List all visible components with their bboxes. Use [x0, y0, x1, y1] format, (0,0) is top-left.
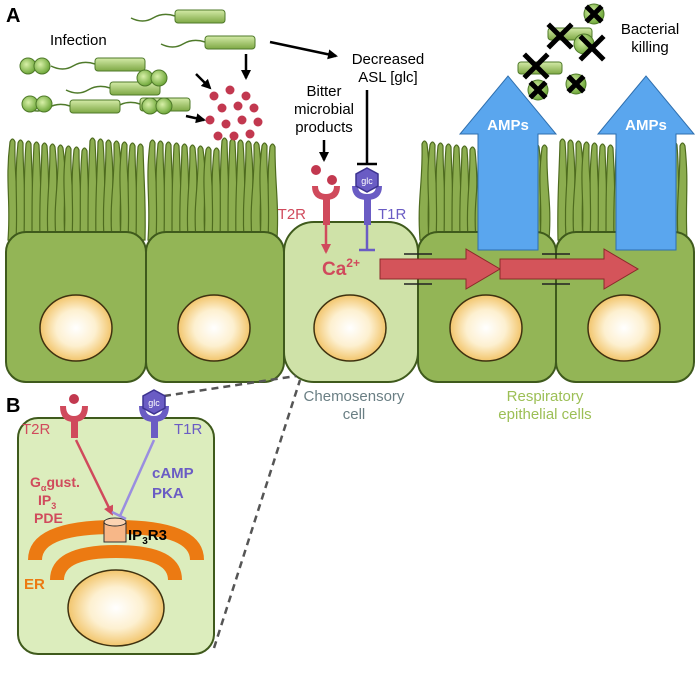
signal-arrow	[379, 248, 501, 290]
cilium	[267, 143, 279, 241]
microbial-products	[205, 85, 263, 141]
inset-t1r-label: T1R	[174, 421, 203, 438]
microbial-product	[217, 103, 227, 113]
t2r-receptor	[312, 186, 340, 225]
nuclei	[39, 294, 661, 362]
coccus-pair	[21, 95, 53, 113]
killed-bacteria	[517, 3, 606, 101]
bitter-ligand	[327, 175, 337, 185]
er-inner	[50, 545, 182, 580]
microbial-product	[213, 131, 223, 141]
nucleus	[449, 294, 523, 362]
respiratory-label-1: Respiratory	[507, 388, 584, 405]
microbial-product	[205, 115, 215, 125]
microbial-product	[225, 85, 235, 95]
inset-t2r-label: T2R	[22, 421, 51, 438]
t1r-receptor	[352, 167, 382, 225]
cilium	[572, 140, 584, 241]
pka-label: PKA	[152, 485, 184, 502]
bitter-label-1: Bitter	[306, 83, 341, 100]
killing-label-2: killing	[631, 39, 669, 56]
cilium	[250, 141, 262, 241]
rod-bacterium	[50, 57, 146, 72]
glc-label: glc	[361, 176, 373, 186]
cilium	[54, 144, 66, 241]
inset-glc-label: glc	[148, 398, 160, 408]
rod-bacteria	[25, 9, 256, 114]
er-label: ER	[24, 576, 45, 593]
respiratory-label-2: epithelial cells	[498, 406, 591, 423]
infection-label: Infection	[50, 32, 107, 49]
cilium	[676, 142, 688, 241]
chemosensory-label-1: Chemosensory	[304, 388, 405, 405]
microbial-product	[237, 115, 247, 125]
panel-a-label: A	[6, 5, 20, 27]
decreased-glc-label-2: ASL [glc]	[358, 69, 417, 86]
ip3-label: IP3	[38, 492, 56, 511]
microbial-product	[233, 101, 243, 111]
microbial-product	[241, 91, 251, 101]
inset-t2r-receptor	[60, 394, 88, 438]
microbial-product	[209, 91, 219, 101]
bitter-ligand	[311, 165, 321, 175]
amp-arrow-1	[458, 75, 558, 251]
signal-arrows	[379, 248, 639, 290]
cocci-bacteria	[19, 57, 173, 115]
microbial-product	[249, 103, 259, 113]
bitter-label-3: products	[295, 119, 353, 136]
cilium	[194, 145, 206, 241]
signal-arrow	[499, 248, 639, 290]
rod-bacterium	[160, 35, 256, 50]
chemosensory-label-2: cell	[343, 406, 366, 423]
cilium	[539, 144, 551, 241]
microbial-product	[229, 131, 239, 141]
decreased-glc-label-1: Decreased	[352, 51, 425, 68]
t1r-label: T1R	[378, 206, 407, 223]
ip3r3-label: IP3R3	[128, 527, 167, 547]
er-outer	[28, 520, 204, 560]
cilium	[135, 143, 146, 241]
amp-arrow-2	[596, 75, 696, 251]
killing-label-1: Bacterial	[621, 21, 679, 38]
nucleus	[177, 294, 251, 362]
inset-glucose-icon	[142, 389, 166, 415]
amps-label-1: AMPs	[487, 117, 529, 134]
kill-x-icon	[528, 80, 548, 100]
coccus-pair	[19, 57, 51, 75]
gustducin-label: Gαgust.	[30, 474, 80, 493]
microbial-product	[253, 117, 263, 127]
t2r-label: T2R	[278, 206, 307, 223]
cilium	[110, 140, 122, 241]
camp-label: cAMP	[152, 465, 194, 482]
amp-arrows	[458, 75, 696, 251]
coccus-pair	[141, 97, 173, 115]
nucleus	[39, 294, 113, 362]
kill-x-icon	[566, 74, 586, 94]
rod-bacterium	[130, 9, 226, 24]
kill-x-icon	[522, 52, 550, 80]
coccus-pair	[136, 69, 168, 87]
nucleus	[313, 294, 387, 362]
microbial-product	[245, 129, 255, 139]
inset-t1r-receptor	[139, 389, 169, 438]
nucleus	[587, 294, 661, 362]
panel-b-label: B	[6, 395, 20, 417]
kill-x-icon	[584, 4, 604, 24]
microbial-product	[221, 119, 231, 129]
pde-label: PDE	[34, 510, 63, 526]
calcium-label: Ca2+	[322, 256, 360, 280]
glucose-icon	[355, 167, 379, 193]
kill-x-icon	[546, 22, 574, 50]
inset-nucleus	[67, 569, 165, 647]
amps-label-2: AMPs	[625, 117, 667, 134]
bitter-label-2: microbial	[294, 101, 354, 118]
kill-x-icon	[578, 34, 606, 62]
cilium	[418, 140, 430, 241]
gap-junctions	[404, 253, 570, 285]
